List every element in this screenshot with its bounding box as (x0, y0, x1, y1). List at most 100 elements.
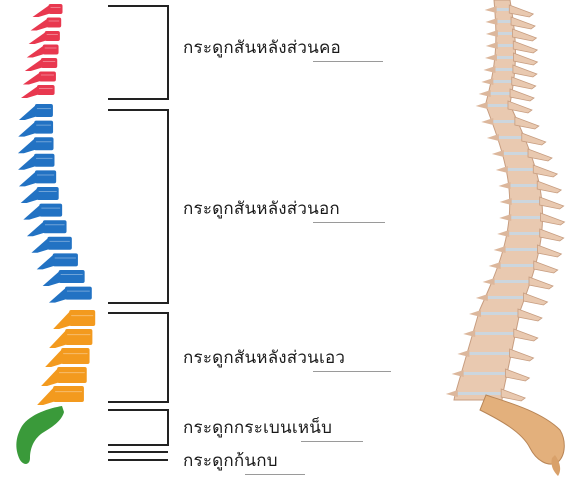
realistic-process (512, 77, 536, 89)
realistic-transverse (481, 118, 493, 125)
realistic-transverse (500, 198, 512, 205)
realistic-disc (510, 200, 542, 203)
vertebra (21, 187, 59, 203)
realistic-transverse (457, 350, 469, 357)
realistic-process (541, 213, 565, 225)
realistic-transverse (483, 278, 495, 285)
realistic-process (537, 245, 561, 257)
label-coccyx: กระดูกก้นกบ (183, 451, 278, 471)
vertebra (43, 270, 85, 286)
vertebra (31, 18, 62, 31)
realistic-transverse (481, 78, 493, 85)
realistic-disc (467, 352, 511, 355)
vertebra (33, 4, 63, 17)
label-underline (245, 474, 305, 475)
vertebra (19, 104, 53, 120)
vertebra (37, 253, 78, 269)
realistic-transverse (489, 262, 501, 269)
label-cervical: กระดูกสันหลังส่วนคอ (183, 38, 341, 58)
vertebra (37, 386, 84, 405)
realistic-process (513, 53, 537, 65)
realistic-disc (462, 372, 508, 375)
realistic-spine-illustration (446, 0, 565, 476)
realistic-disc (456, 392, 503, 395)
vertebra (25, 58, 57, 71)
vertebra (31, 237, 71, 253)
label-sacrum-text: กระดูกกระเบนเหน็บ (183, 418, 332, 438)
realistic-process (524, 293, 548, 305)
realistic-transverse (499, 214, 511, 221)
realistic-process (513, 41, 537, 53)
label-underline (313, 222, 385, 223)
realistic-disc (479, 312, 520, 315)
realistic-transverse (486, 30, 498, 37)
realistic-transverse (494, 246, 506, 253)
realistic-disc (493, 280, 531, 283)
realistic-transverse (446, 390, 458, 397)
realistic-process (501, 389, 525, 401)
realistic-disc (504, 248, 540, 251)
vertebra (29, 31, 60, 44)
realistic-transverse (492, 150, 504, 157)
colored-spine-illustration (16, 4, 95, 464)
vertebra (27, 45, 59, 58)
bracket-sacrum (108, 410, 168, 445)
vertebra (53, 310, 95, 329)
realistic-process (518, 309, 542, 321)
vertebra (23, 72, 56, 85)
vertebra (23, 204, 62, 220)
realistic-disc (502, 152, 530, 155)
label-underline (313, 371, 391, 372)
realistic-disc (495, 56, 515, 59)
realistic-disc (486, 104, 510, 107)
realistic-transverse (497, 230, 509, 237)
vertebra (18, 121, 53, 137)
vertebra (27, 220, 67, 236)
vertebra (49, 287, 92, 303)
label-thoracic-text: กระดูกสันหลังส่วนอก (183, 199, 340, 219)
realistic-disc (496, 44, 516, 47)
realistic-process (529, 277, 553, 289)
vertebra (18, 154, 54, 170)
realistic-disc (489, 92, 512, 95)
realistic-disc (497, 136, 524, 139)
realistic-process (505, 369, 529, 381)
vertebra (49, 329, 92, 348)
realistic-transverse (476, 294, 488, 301)
label-cervical-text: กระดูกสันหลังส่วนคอ (183, 38, 341, 58)
sacrum-coccyx (16, 406, 64, 464)
realistic-process (511, 17, 535, 29)
realistic-transverse (499, 182, 511, 189)
label-lumbar: กระดูกสันหลังส่วนเอว (183, 348, 345, 368)
realistic-disc (473, 332, 516, 335)
realistic-disc (496, 32, 515, 35)
realistic-sacrum (480, 395, 564, 464)
realistic-disc (491, 120, 517, 123)
region-brackets (108, 6, 168, 460)
realistic-transverse (485, 6, 497, 13)
realistic-disc (486, 296, 526, 299)
realistic-transverse (496, 166, 508, 173)
realistic-transverse (463, 330, 475, 337)
vertebra (41, 367, 87, 386)
realistic-disc (495, 8, 512, 11)
realistic-transverse (479, 90, 491, 97)
realistic-disc (499, 264, 536, 267)
realistic-process (509, 5, 533, 17)
realistic-transverse (487, 134, 499, 141)
vertebra (45, 348, 89, 367)
realistic-transverse (469, 310, 481, 317)
realistic-process (513, 65, 537, 77)
realistic-disc (509, 184, 540, 187)
label-sacrum: กระดูกกระเบนเหน็บ (183, 418, 332, 438)
realistic-transverse (485, 54, 497, 61)
realistic-process (540, 229, 564, 241)
label-coccyx-text: กระดูกก้นกบ (183, 451, 278, 471)
label-thoracic: กระดูกสันหลังส่วนอก (183, 199, 340, 219)
vertebra (21, 85, 55, 98)
realistic-transverse (476, 102, 488, 109)
realistic-disc (506, 168, 535, 171)
bracket-lumbar (108, 313, 168, 402)
realistic-process (510, 349, 534, 361)
